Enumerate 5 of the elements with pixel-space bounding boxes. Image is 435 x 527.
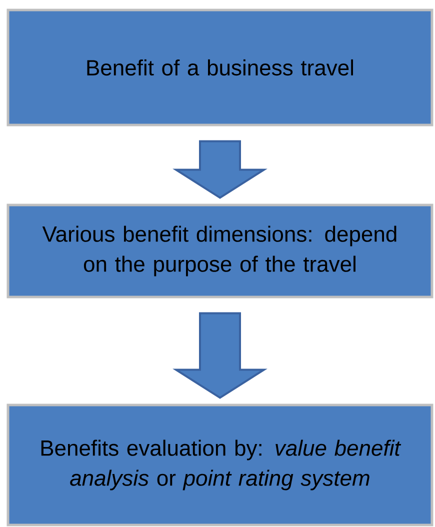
- process-box: Benefit of a business travel: [6, 8, 434, 126]
- process-box: Benefits evaluation by: value benefit analysis or point rating system: [6, 404, 434, 526]
- down-arrow: [172, 312, 268, 399]
- down-arrow: [172, 140, 268, 199]
- process-box: Various benefit dimensions: depend on the purpose of the travel: [6, 204, 434, 298]
